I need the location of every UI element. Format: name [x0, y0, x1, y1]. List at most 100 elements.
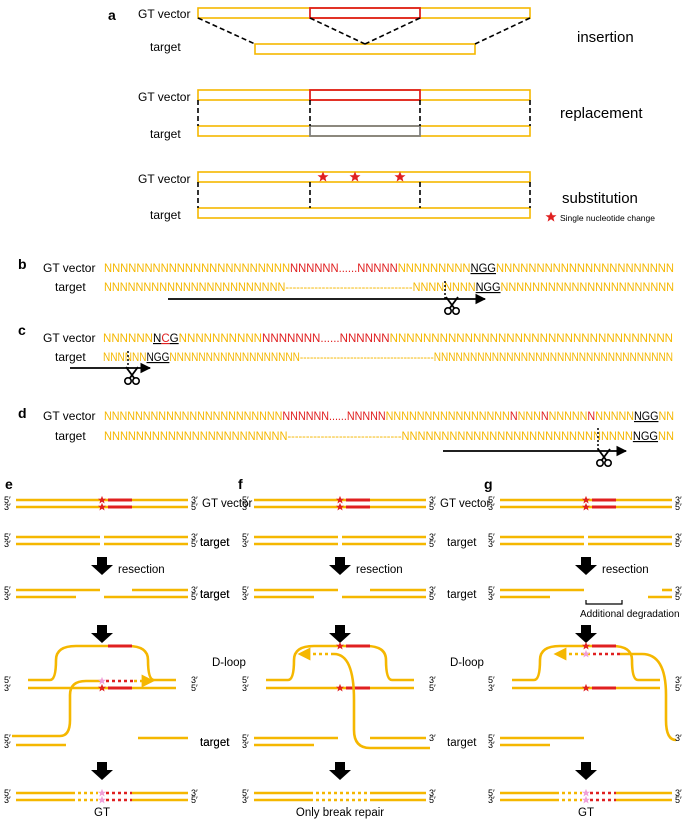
- strand-end-label: 3′: [191, 532, 198, 542]
- strand-end-label: 5′: [242, 733, 249, 743]
- mutation-star: [335, 641, 345, 650]
- strand-end-label: 5′: [242, 675, 249, 685]
- gt-vector-label: GT vector: [202, 498, 252, 510]
- strand-end-label: 5′: [242, 788, 249, 798]
- strand-end-label: 3′: [488, 539, 495, 549]
- strand-end-label: 3′: [242, 795, 249, 805]
- strand-end-label: 3′: [242, 539, 249, 549]
- target-label: target: [55, 280, 86, 294]
- strand-end-label: 5′: [488, 495, 495, 505]
- strand-end-label: 3′: [4, 539, 11, 549]
- gt-vector-bar: [197, 171, 531, 183]
- strand-end-label: 3′: [429, 733, 436, 743]
- mutation-star: [335, 683, 345, 692]
- mutation-star: [335, 495, 345, 504]
- strand-end-label: 5′: [675, 592, 682, 602]
- copied-mutation-star: [97, 795, 107, 804]
- strand-end-label: 5′: [4, 788, 11, 798]
- mutation-star: [394, 171, 406, 182]
- strand-end-label: 5′: [488, 733, 495, 743]
- target-label: target: [150, 127, 181, 141]
- mutation-star: [349, 171, 361, 182]
- d-loop-label: D-loop: [212, 657, 246, 669]
- strand-end-label: 5′: [675, 795, 682, 805]
- target-sequence: NNNNNNNGGNNNNNNNNNNNNNNNNNN-------------…: [103, 352, 673, 364]
- strand-end-label: 5′: [488, 532, 495, 542]
- strand-end-label: 3′: [429, 585, 436, 595]
- copied-mutation-star: [581, 649, 591, 658]
- invading-strand: [12, 679, 100, 738]
- vector-sequence: NNNNNNNNNNNNNNNNNNNNNNNNNNNNN......NNNNN…: [104, 263, 674, 275]
- strand-end-label: 3′: [191, 675, 198, 685]
- strand-end-label: 3′: [488, 592, 495, 602]
- strand-end-label: 5′: [429, 683, 436, 693]
- gt-vector-label: GT vector: [43, 261, 95, 275]
- strand-end-label: 5′: [242, 495, 249, 505]
- strand-end-label: 3′: [488, 740, 495, 750]
- panel-c: c GT vector target NNNNNNNCGNNNNNNNNNNNN…: [18, 322, 673, 386]
- strand-end-label: 3′: [4, 683, 11, 693]
- resection-label: resection: [356, 564, 403, 576]
- gt-vector-label: GT vector: [138, 90, 190, 104]
- panel-a: a GT vector target insertion GT vector t…: [108, 7, 655, 223]
- resection-label: resection: [602, 564, 649, 576]
- copied-mutation-star: [581, 788, 591, 797]
- strand-end-label: 3′: [242, 683, 249, 693]
- strand-end-label: 3′: [675, 733, 682, 743]
- row-label-insertion: insertion: [577, 29, 634, 46]
- strand-end-label: 3′: [675, 532, 682, 542]
- result-label: GT: [94, 807, 110, 819]
- target-label: target: [200, 737, 230, 749]
- target-label: target: [200, 589, 230, 601]
- strand-end-label: 3′: [429, 788, 436, 798]
- crossover-lines: [197, 17, 531, 45]
- mutation-star: [581, 495, 591, 504]
- strand-end-label: 3′: [429, 675, 436, 685]
- strand-end-label: 3′: [4, 740, 11, 750]
- mutation-star: [581, 502, 591, 511]
- strand-end-label: 5′: [191, 795, 198, 805]
- crossover-lines: [197, 182, 531, 208]
- resection-label: resection: [118, 564, 165, 576]
- strand-end-label: 3′: [675, 788, 682, 798]
- invading-strand: [620, 652, 677, 742]
- down-arrow-icon: [575, 625, 597, 643]
- target-label: target: [200, 537, 230, 549]
- legend-star-icon: [545, 211, 557, 222]
- strand-end-label: 5′: [191, 539, 198, 549]
- target-bar: [254, 43, 476, 55]
- row-label-substitution: substitution: [562, 190, 638, 207]
- replacement-segment: [309, 89, 421, 101]
- strand-end-label: 3′: [488, 683, 495, 693]
- gt-vector-label: GT vector: [138, 7, 190, 21]
- invading-strand: [333, 652, 430, 750]
- strand-end-label: 5′: [4, 585, 11, 595]
- result-label: Only break repair: [296, 807, 384, 819]
- legend-text: Single nucleotide change: [560, 213, 655, 223]
- panels-efg: e5′3′3′5′GT vector5′3′3′5′targetresectio…: [4, 476, 682, 819]
- strand-end-label: 3′: [429, 495, 436, 505]
- strand-end-label: 3′: [4, 502, 11, 512]
- gt-vector-label: GT vector: [138, 172, 190, 186]
- panel-letter: a: [108, 7, 116, 23]
- target-label: target: [200, 589, 230, 601]
- down-arrow-icon: [91, 762, 113, 780]
- strand-end-label: 3′: [191, 585, 198, 595]
- strand-end-label: 5′: [191, 592, 198, 602]
- strand-end-label: 3′: [675, 585, 682, 595]
- strand-end-label: 5′: [242, 585, 249, 595]
- result-label: GT: [578, 807, 594, 819]
- strand-end-label: 3′: [488, 795, 495, 805]
- strand-end-label: 3′: [4, 795, 11, 805]
- target-label: target: [200, 537, 230, 549]
- target-sequence: NNNNNNNNNNNNNNNNNNNNNNN-----------------…: [104, 282, 674, 294]
- strand-end-label: 5′: [242, 532, 249, 542]
- target-label: target: [447, 589, 477, 601]
- gt-vector-label: GT vector: [43, 331, 95, 345]
- vector-sequence: NNNNNNNNNNNNNNNNNNNNNNNNNNNNN......NNNNN…: [104, 411, 674, 423]
- panel-letter: b: [18, 256, 27, 272]
- gt-vector-label: GT vector: [440, 498, 490, 510]
- strand-end-label: 5′: [675, 539, 682, 549]
- strand-end-label: 5′: [675, 683, 682, 693]
- displaced-strand: [266, 644, 414, 682]
